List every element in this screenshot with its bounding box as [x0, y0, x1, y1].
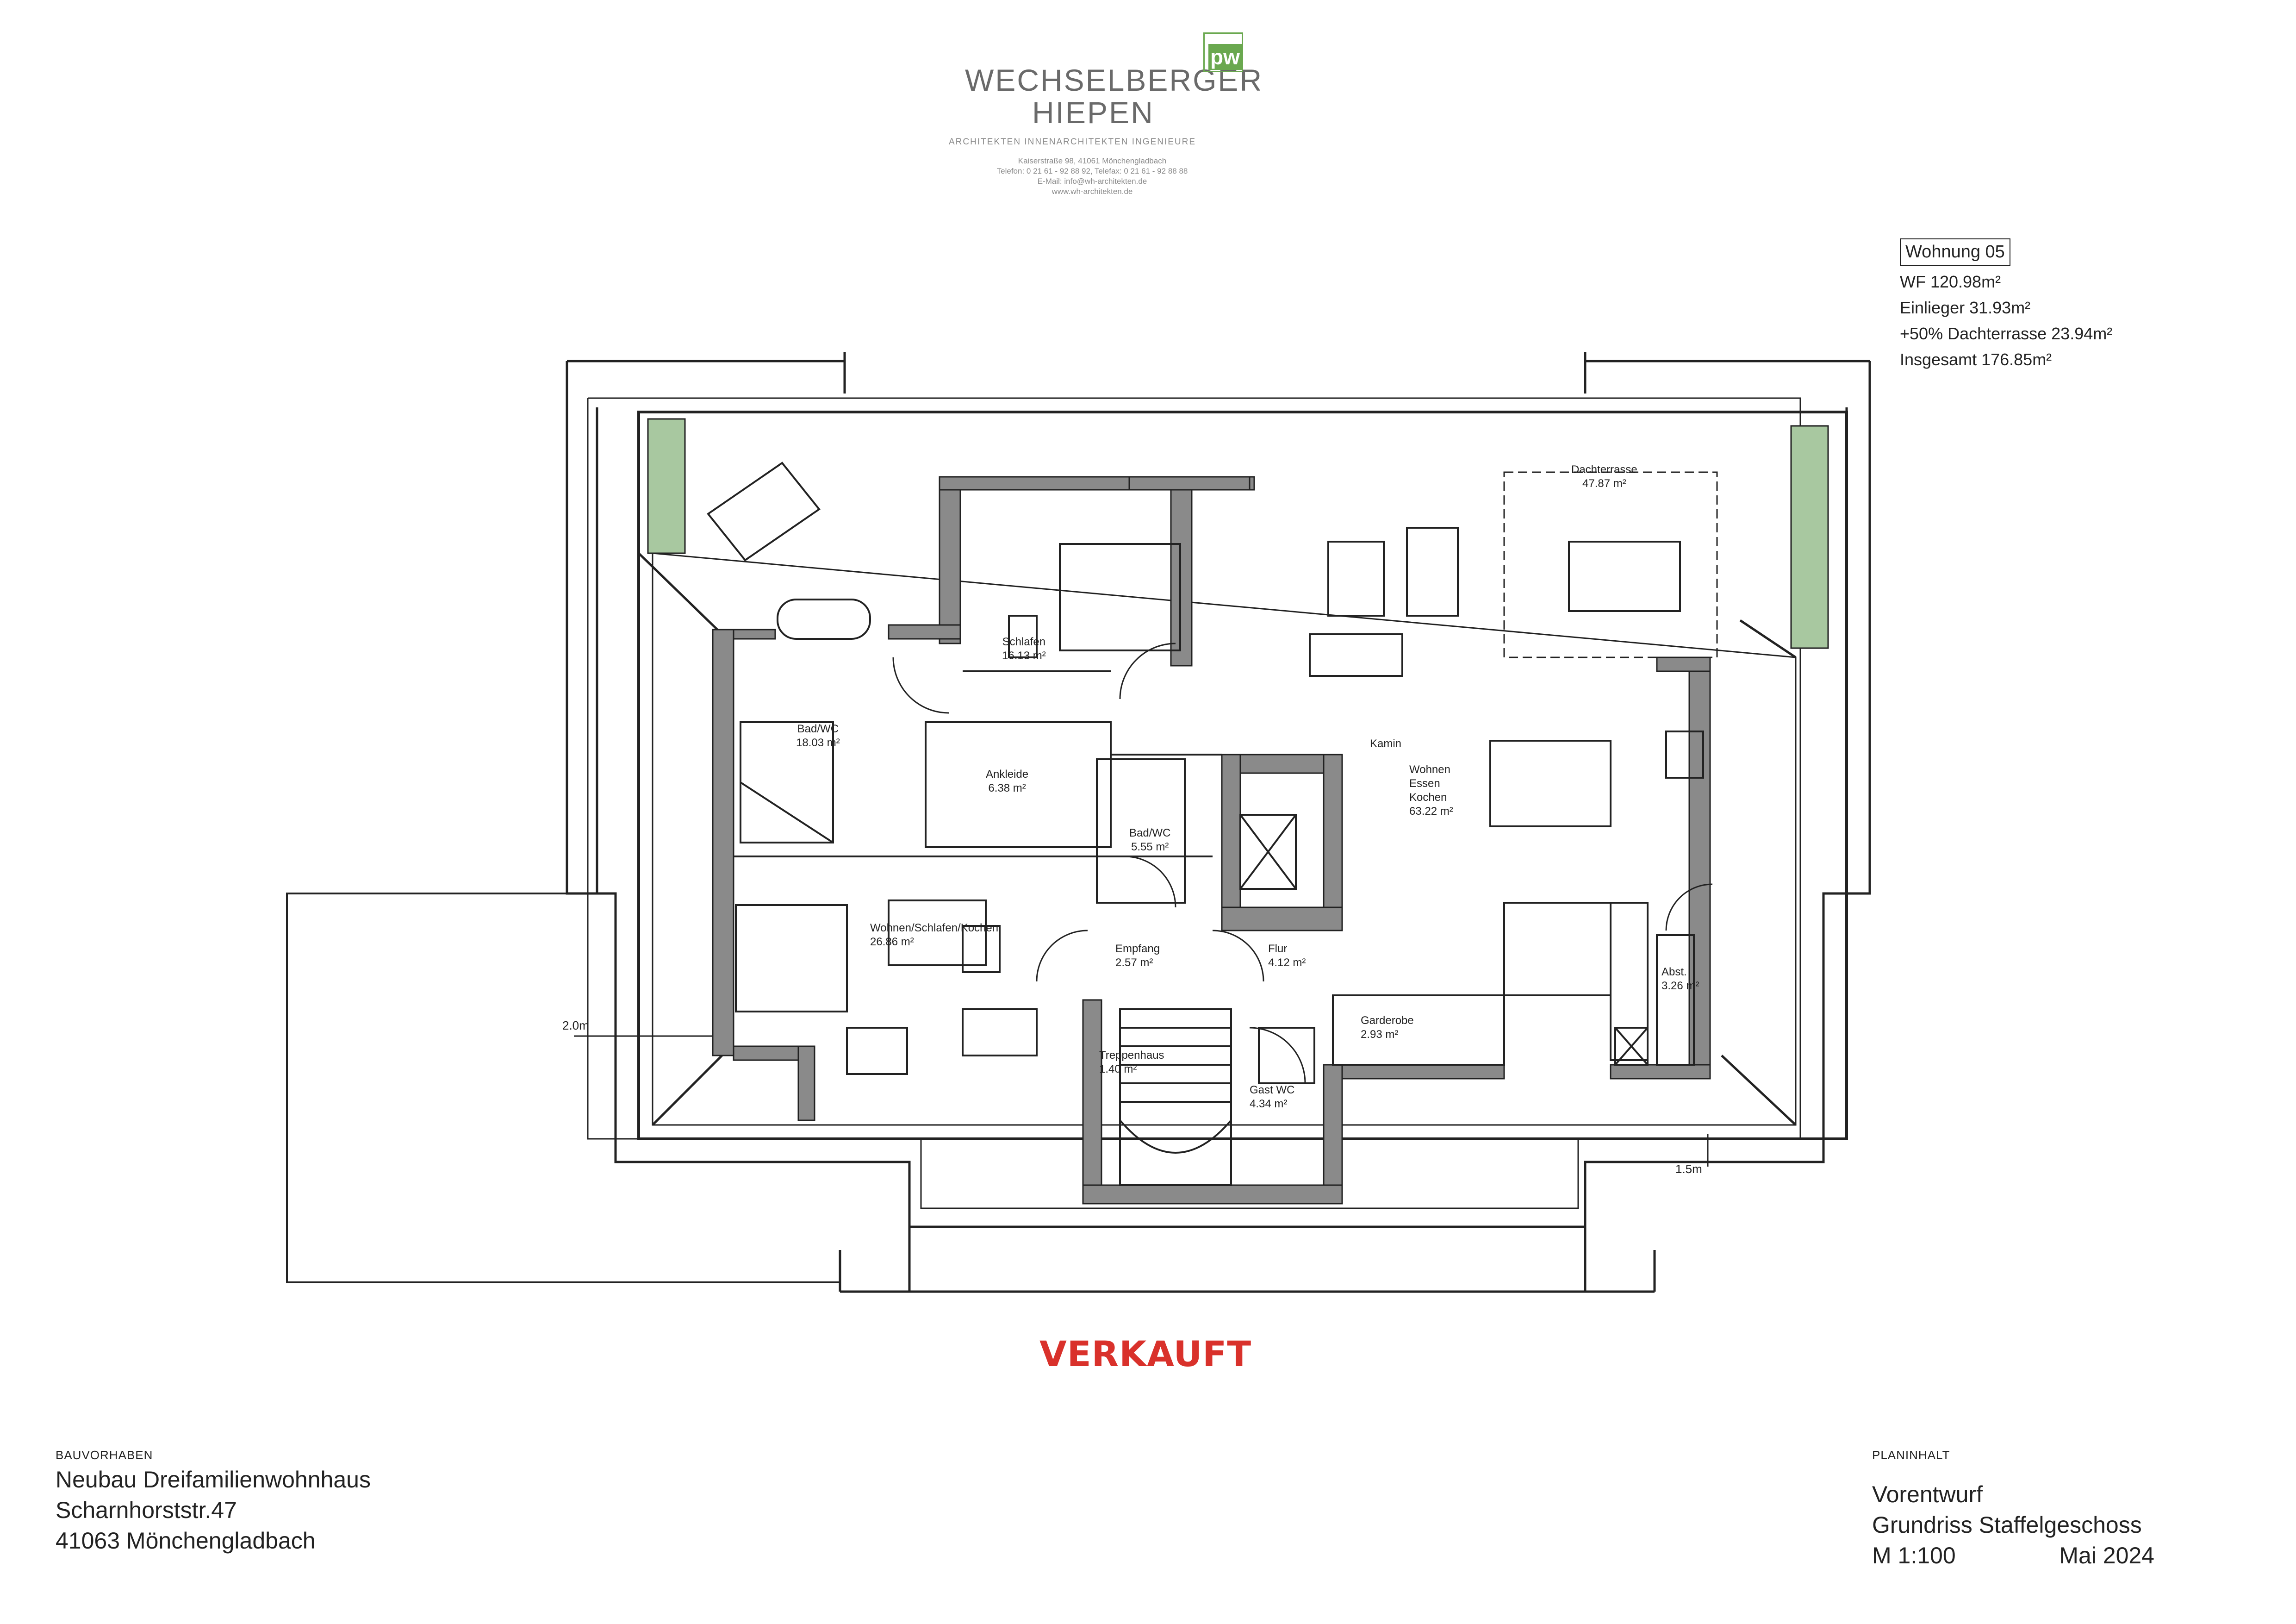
logo-badge-text: pw [1208, 44, 1242, 70]
logo-web: www.wh-architekten.de [1052, 187, 1133, 196]
room-ankleide-name: Ankleide [986, 768, 1029, 781]
project-line-1: Neubau Dreifamilienwohnhaus [56, 1467, 371, 1493]
terrace-area: +50% Dachterrasse 23.94m² [1900, 324, 2113, 343]
wall-west [712, 629, 734, 1056]
room-schlafen-name: Schlafen [1002, 636, 1046, 648]
room-schlafen-area: 16.13 m² [1002, 650, 1046, 662]
room-garderobe: Garderobe 2.93 m² [1361, 1014, 1414, 1042]
wall-east [1688, 656, 1711, 1075]
logo-badge: pw [1203, 32, 1243, 72]
logo-tagline: ARCHITEKTEN INNENARCHITEKTEN INGENIEURE [949, 137, 1196, 147]
project-label: BAUVORHABEN [56, 1448, 153, 1462]
room-wohnen-schlafen-area: 26.86 m² [870, 936, 914, 948]
label-kamin: Kamin [1370, 737, 1402, 750]
room-wohnen-area: 63.22 m² [1409, 805, 1453, 818]
room-flur-area: 4.12 m² [1268, 956, 1306, 969]
room-gastwc-area: 4.34 m² [1250, 1098, 1288, 1110]
room-empfang: Empfang 2.57 m² [1115, 942, 1160, 970]
project-line-2: Scharnhorststr.47 [56, 1497, 237, 1523]
outer-dimension-line [566, 361, 1871, 1228]
plan-date: Mai 2024 [2059, 1543, 2154, 1568]
room-badwc-2-area: 5.55 m² [1131, 841, 1169, 853]
stair-wall-east [1323, 1064, 1343, 1205]
project-line-3: 41063 Mönchengladbach [56, 1528, 316, 1554]
plan-content-block: PLANINHALT Vorentwurf Grundriss Staffelg… [1872, 1448, 2159, 1569]
dimension-right: 1.5m [1675, 1162, 1702, 1176]
room-dachterrasse: Dachterrasse 47.87 m² [1571, 463, 1637, 491]
room-flur-name: Flur [1268, 943, 1288, 955]
room-badwc-2: Bad/WC 5.55 m² [1129, 826, 1170, 854]
room-abst: Abst. 3.26 m² [1661, 965, 1699, 993]
room-abst-area: 3.26 m² [1661, 980, 1699, 992]
architect-logo: WECHSELBERGER HIEPEN pw ARCHITEKTEN INNE… [944, 28, 1262, 213]
room-wohnen: Wohnen Essen Kochen 63.22 m² [1409, 763, 1453, 818]
room-wohnen-name-3: Kochen [1409, 791, 1447, 804]
room-garderobe-area: 2.93 m² [1361, 1028, 1399, 1041]
room-wohnen-schlafen-name: Wohnen/Schlafen/Kochen [870, 922, 999, 934]
room-garderobe-name: Garderobe [1361, 1014, 1414, 1027]
room-badwc-2-name: Bad/WC [1129, 827, 1171, 839]
total-area: Insgesamt 176.85m² [1900, 350, 2052, 369]
plan-content-line-1: Vorentwurf [1872, 1481, 1983, 1507]
room-treppenhaus-area: 1.40 m² [1099, 1063, 1137, 1075]
room-badwc-1: Bad/WC 18.03 m² [796, 722, 840, 750]
room-wohnen-name-1: Wohnen [1409, 763, 1450, 776]
room-empfang-name: Empfang [1115, 943, 1160, 955]
room-schlafen: Schlafen 16.13 m² [1002, 635, 1046, 663]
logo-email: E-Mail: info@wh-architekten.de [1037, 177, 1147, 186]
room-ankleide: Ankleide 6.38 m² [986, 768, 1028, 795]
room-flur: Flur 4.12 m² [1268, 942, 1306, 970]
room-dachterrasse-area: 47.87 m² [1582, 477, 1626, 490]
room-badwc-1-area: 18.03 m² [796, 737, 840, 749]
plan-content-label: PLANINHALT [1872, 1448, 1950, 1462]
room-ankleide-area: 6.38 m² [988, 782, 1026, 794]
project-block: BAUVORHABEN Neubau Dreifamilienwohnhaus … [56, 1448, 371, 1554]
plan-content-line-2: Grundriss Staffelgeschoss [1872, 1512, 2142, 1538]
room-gastwc: Gast WC 4.34 m² [1250, 1083, 1294, 1111]
room-wohnen-schlafen: Wohnen/Schlafen/Kochen 26.86 m² [870, 921, 998, 949]
stair-wall-west [1082, 999, 1102, 1205]
room-treppenhaus: Treppenhaus 1.40 m² [1099, 1049, 1164, 1076]
dimension-left: 2.0m [562, 1018, 589, 1032]
room-treppenhaus-name: Treppenhaus [1099, 1049, 1164, 1062]
logo-line-2: HIEPEN [1032, 95, 1154, 130]
logo-phone: Telefon: 0 21 61 - 92 88 92, Telefax: 0 … [996, 167, 1188, 175]
sold-status: VERKAUFT [1039, 1333, 1252, 1374]
planter-west [647, 418, 686, 554]
room-gastwc-name: Gast WC [1250, 1084, 1295, 1096]
planter-east [1790, 425, 1829, 649]
room-abst-name: Abst. [1661, 966, 1687, 978]
logo-address: Kaiserstraße 98, 41061 Mönchengladbach [1018, 156, 1167, 165]
room-badwc-1-name: Bad/WC [797, 723, 839, 735]
einlieger-area: Einlieger 31.93m² [1900, 298, 2031, 317]
apartment-info: Wohnung 05 WF 120.98m² Einlieger 31.93m²… [1900, 238, 2113, 369]
room-dachterrasse-name: Dachterrasse [1571, 463, 1637, 476]
room-wohnen-name-2: Essen [1409, 777, 1440, 790]
living-area: WF 120.98m² [1900, 272, 2001, 291]
apartment-title: Wohnung 05 [1900, 238, 2010, 266]
room-empfang-area: 2.57 m² [1115, 956, 1153, 969]
plan-scale: M 1:100 [1872, 1543, 1956, 1568]
